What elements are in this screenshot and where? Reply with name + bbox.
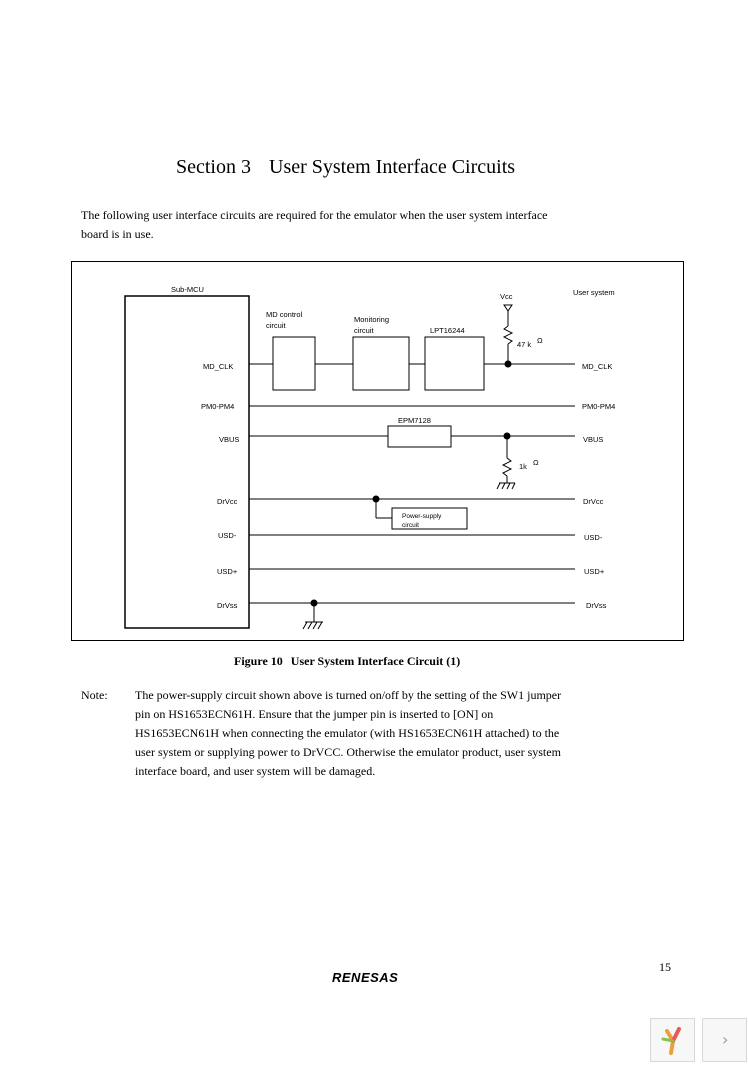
md-control-label-2: circuit — [266, 321, 287, 330]
lpt16244-label: LPT16244 — [430, 326, 465, 335]
monitoring-label-1: Monitoring — [354, 315, 389, 324]
page-number: 15 — [659, 960, 671, 974]
sub-mcu-block — [124, 295, 250, 629]
epm7128-box — [387, 425, 452, 448]
signal-right-pm0-pm4: PM0-PM4 — [582, 402, 615, 411]
epm7128-label: EPM7128 — [398, 416, 431, 425]
signal-right-md-clk: MD_CLK — [582, 362, 612, 371]
r1k-label: 1k — [519, 462, 527, 471]
lpt16244-box — [424, 336, 485, 391]
section-title: Section 3 User System Interface Circuits — [176, 156, 515, 179]
intro-line-1: The following user interface circuits ar… — [81, 208, 548, 222]
note-label: Note: — [81, 688, 108, 702]
note-line-3: HS1653ECN61H when connecting the emulato… — [135, 726, 560, 740]
renesas-logo: RENESAS — [332, 970, 399, 985]
power-supply-label-2: circuit — [402, 522, 419, 529]
signal-left-drvcc: DrVcc — [217, 497, 238, 506]
viewer-widget: › — [650, 1018, 748, 1062]
note-line-2: pin on HS1653ECN61H. Ensure that the jum… — [135, 707, 494, 721]
viewer-logo-button[interactable] — [650, 1018, 695, 1062]
signal-left-usd-minus: USD- — [218, 531, 237, 540]
intro-line-2: board is in use. — [81, 227, 154, 241]
figure-caption-number: Figure 10 — [234, 654, 283, 668]
signal-left-vbus: VBUS — [219, 435, 239, 444]
user-system-label: User system — [573, 288, 615, 297]
next-page-button[interactable] — [702, 1018, 747, 1062]
chevron-right-icon[interactable]: › — [722, 1030, 729, 1049]
monitoring-label-2: circuit — [354, 326, 375, 335]
section-title-text: User System Interface Circuits — [269, 156, 516, 178]
signal-right-drvss: DrVss — [586, 601, 607, 610]
signal-left-usd-plus: USD+ — [217, 567, 238, 576]
signal-right-usd-minus: USD- — [584, 533, 603, 542]
r1k-ohm-label: Ω — [533, 458, 539, 467]
signal-left-drvss: DrVss — [217, 601, 238, 610]
md-control-label-1: MD control — [266, 310, 303, 319]
note-line-1: The power-supply circuit shown above is … — [135, 688, 562, 702]
signal-left-md-clk: MD_CLK — [203, 362, 233, 371]
note-line-4: user system or supplying power to DrVCC.… — [135, 745, 561, 759]
signal-right-drvcc: DrVcc — [583, 497, 604, 506]
signal-right-usd-plus: USD+ — [584, 567, 605, 576]
figure-caption: Figure 10 User System Interface Circuit (… — [234, 654, 460, 669]
power-supply-label-1: Power-supply — [402, 513, 442, 520]
viewer-logo-icon — [661, 1027, 681, 1055]
sub-mcu-label: Sub-MCU — [171, 285, 204, 294]
power-supply-box — [391, 507, 468, 530]
r47k-label: 47 k — [517, 340, 531, 349]
figure-frame — [71, 261, 684, 641]
signal-right-vbus: VBUS — [583, 435, 603, 444]
figure-caption-title: User System Interface Circuit (1) — [290, 654, 461, 668]
circuit-diagram: Sub-MCU User system MD control circuit M… — [124, 285, 615, 630]
section-number: Section 3 — [176, 156, 251, 178]
monitoring-box — [352, 336, 410, 391]
md-control-box — [272, 336, 316, 391]
r47k-ohm-label: Ω — [537, 336, 543, 345]
note-line-5: interface board, and user system will be… — [135, 764, 376, 778]
signal-left-pm0-pm4: PM0-PM4 — [201, 402, 234, 411]
vcc-label: Vcc — [500, 292, 513, 301]
